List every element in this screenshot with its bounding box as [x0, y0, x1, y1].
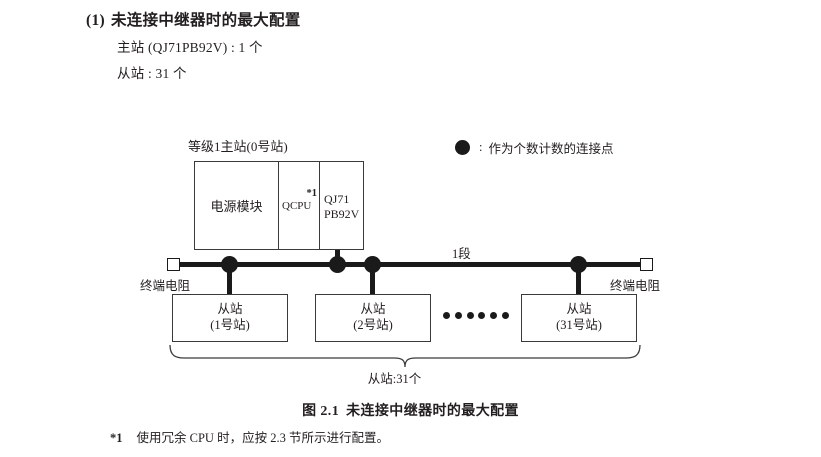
slave-station-1: 从站 (1号站)	[172, 294, 288, 342]
master-station-rack: 电源模块 *1 QCPU QJ71 PB92V	[194, 161, 364, 250]
profibus-module-label-line2: PB92V	[324, 207, 360, 221]
cpu-module-label: QCPU	[282, 200, 312, 212]
terminating-resistor-left-label: 终端电阻	[140, 279, 191, 293]
ellipsis-dot	[443, 312, 450, 319]
slave-station-1-number: (1号站)	[210, 318, 250, 332]
slave-count-brace	[168, 344, 642, 368]
heading-detail-master: 主站 (QJ71PB92V) : 1 个	[117, 40, 263, 55]
footnote-mark: *1	[110, 431, 123, 445]
section-heading: (1) 未连接中继器时的最大配置	[86, 8, 301, 30]
figure-caption: 图 2.1 未连接中继器时的最大配置	[0, 400, 821, 420]
connection-node-master	[329, 256, 346, 273]
slave-station-2: 从站 (2号站)	[315, 294, 431, 342]
segment-label: 1段	[452, 247, 471, 261]
ellipsis-dot	[490, 312, 498, 319]
bus-trunk-line	[176, 262, 646, 267]
connection-point-icon	[455, 140, 470, 155]
cpu-module: *1 QCPU	[279, 162, 320, 249]
terminating-resistor-left-icon	[167, 258, 180, 271]
legend-label: 作为个数计数的连接点	[488, 142, 614, 156]
ellipsis-dot	[454, 312, 462, 319]
brace-icon	[169, 344, 641, 368]
ellipsis-dot	[501, 312, 509, 319]
figure-number: 图 2.1	[302, 404, 340, 419]
footnote: *1 使用冗余 CPU 时，应按 2.3 节所示进行配置。	[110, 427, 389, 446]
ellipsis-dot	[478, 312, 486, 319]
section-title: 未连接中继器时的最大配置	[110, 12, 301, 29]
terminating-resistor-right-icon	[640, 258, 653, 271]
heading-detail-slave: 从站 : 31 个	[117, 66, 187, 81]
footnote-text: 使用冗余 CPU 时，应按 2.3 节所示进行配置。	[136, 431, 389, 445]
profibus-module-label-line1: QJ71	[324, 192, 350, 206]
slave-station-2-number: (2号站)	[353, 318, 393, 332]
power-supply-module: 电源模块	[195, 162, 279, 249]
ellipsis-dots	[443, 312, 509, 319]
legend-colon: :	[479, 140, 483, 154]
slave-station-31-number: (31号站)	[556, 318, 602, 332]
master-station-caption: 等级1主站(0号站)	[188, 139, 288, 154]
profibus-master-module: QJ71 PB92V	[320, 162, 363, 249]
slave-station-1-title: 从站	[217, 302, 243, 317]
legend: : 作为个数计数的连接点	[455, 138, 614, 157]
slave-count-label: 从站:31个	[0, 368, 821, 387]
figure-title: 未连接中继器时的最大配置	[346, 404, 519, 419]
slave-station-31-title: 从站	[566, 302, 592, 317]
slave-station-2-title: 从站	[360, 302, 386, 317]
ellipsis-dot	[466, 312, 474, 319]
cpu-footnote-mark: *1	[306, 188, 318, 199]
slave-station-31: 从站 (31号站)	[521, 294, 637, 342]
terminating-resistor-right-label: 终端电阻	[610, 279, 661, 293]
slave-count-text: 从站:31个	[367, 372, 422, 386]
drop-wire-slave31	[576, 264, 581, 295]
drop-wire-slave1	[227, 264, 232, 295]
drop-wire-slave2	[370, 264, 375, 295]
section-number: (1)	[86, 12, 105, 29]
